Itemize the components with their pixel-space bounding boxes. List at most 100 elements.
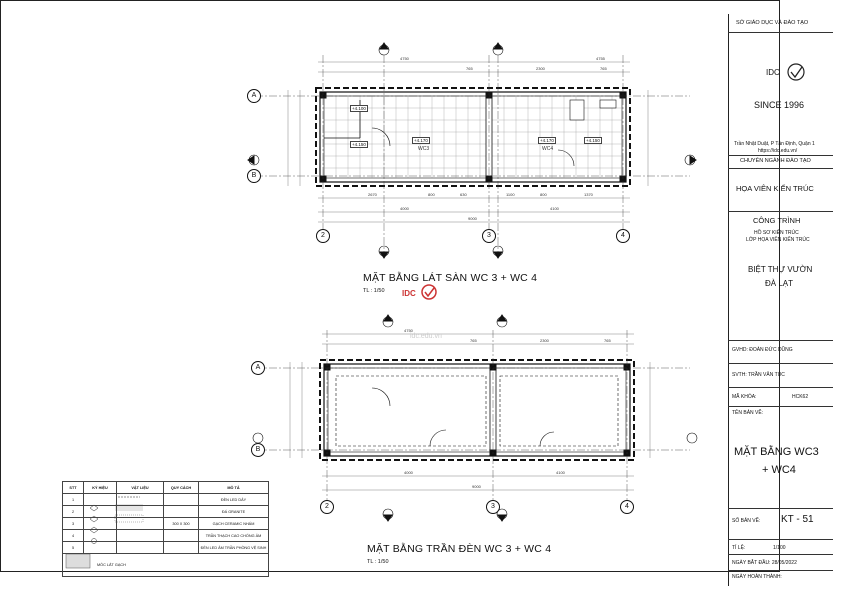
level-tag-4: +4.170 bbox=[538, 137, 556, 144]
axis-bubble-B-top: B bbox=[247, 169, 261, 183]
tb-project-name2: Đà Lạt bbox=[765, 279, 794, 288]
dim-b-bottom-1: 4000 bbox=[404, 470, 413, 475]
dim-b-bottom-2: 4100 bbox=[556, 470, 565, 475]
section-markers-top bbox=[247, 42, 697, 259]
tile-grid-right bbox=[492, 96, 622, 178]
plan-bottom-title: MẶT BẰNG TRẦN ĐÈN WC 3 + WC 4 bbox=[367, 543, 552, 555]
tb-drawing-name2: + WC4 bbox=[762, 464, 796, 476]
axis-lines-top bbox=[255, 55, 690, 255]
dim-b-top-2: 765 bbox=[470, 338, 477, 343]
idc-logo: IDC bbox=[762, 60, 812, 90]
legend-footer-row: MÓC LẮT GẠCH bbox=[62, 553, 269, 577]
axis-bubble-2-top: 2 bbox=[316, 229, 330, 243]
tb-drawing-label: TÊN BẢN VẼ: bbox=[732, 410, 764, 416]
dim-bottom-4: 1100 bbox=[506, 192, 515, 197]
axis-bubble-A-bottom: A bbox=[251, 361, 265, 375]
tb-project-sub1: HỒ SƠ KIẾN TRÚC bbox=[754, 230, 799, 236]
tb-sheet-label: SỐ BẢN VẼ: bbox=[732, 518, 761, 524]
tb-dept-name: HỌA VIÊN KIẾN TRÚC bbox=[736, 184, 814, 193]
tb-project-label: CÔNG TRÌNH bbox=[753, 216, 801, 225]
dim-top-2: 765 bbox=[466, 66, 473, 71]
dim-top-3: 2300 bbox=[536, 66, 545, 71]
tb-course: HCK62 bbox=[792, 394, 809, 400]
plans-svg bbox=[65, 42, 698, 569]
legend-header-stt: STT bbox=[62, 481, 84, 494]
watermark-logo: IDC bbox=[402, 284, 438, 304]
ceiling-led-left bbox=[335, 375, 487, 447]
dim-b-bottom-3: 9000 bbox=[472, 484, 481, 489]
plan-bottom-boundary bbox=[319, 359, 635, 461]
dim-b-top-3: 2300 bbox=[540, 338, 549, 343]
legend-row: 5 ĐÈN LED ÂM TRẦN PHÒNG VỆ SINH bbox=[62, 541, 269, 554]
plan-top-boundary bbox=[315, 87, 631, 187]
dim-top-1: 4750 bbox=[400, 56, 409, 61]
dim-lines-top bbox=[287, 61, 649, 223]
tile-grid-left bbox=[324, 96, 486, 178]
plan-top-walls bbox=[319, 91, 627, 183]
tb-end: NGÀY HOÀN THÀNH: bbox=[732, 574, 782, 580]
legend-row: 1 ĐÈN LED DÂY bbox=[62, 493, 269, 506]
plan-bottom bbox=[252, 314, 698, 522]
tb-sheet: KT - 51 bbox=[781, 514, 814, 525]
dim-b-top-1: 4750 bbox=[404, 328, 413, 333]
axis-bubble-B-bottom: B bbox=[251, 443, 265, 457]
legend-row: 3 300 X 300 GẠCH CERAMIC NHÁM bbox=[62, 517, 269, 530]
ceiling-led-right bbox=[499, 375, 619, 447]
legend-header-spec: QUY CÁCH bbox=[163, 481, 199, 494]
tb-address: Trần Nhật Duật, P Tân Định, Quận 1 bbox=[734, 141, 815, 147]
axis-bubble-2-bottom: 2 bbox=[320, 500, 334, 514]
axis-bubble-4-bottom: 4 bbox=[620, 500, 634, 514]
title-block bbox=[728, 14, 833, 586]
tb-course-label: MÃ KHÓA: bbox=[732, 394, 757, 400]
tb-svth: SVTH: TRẦN VĂN TÚC bbox=[732, 372, 785, 378]
level-tag-5: +4.150 bbox=[584, 137, 602, 144]
tb-start: NGÀY BẮT ĐẦU: 28/05/2022 bbox=[732, 560, 797, 566]
tb-since: SINCE 1996 bbox=[754, 100, 805, 110]
dim-bottom-5: 800 bbox=[540, 192, 547, 197]
fixture-shower bbox=[569, 99, 585, 121]
plan-top bbox=[247, 42, 697, 259]
tb-project-sub2: LỚP HỌA VIÊN KIẾN TRÚC bbox=[746, 237, 810, 243]
dim-bottom-2: 800 bbox=[428, 192, 435, 197]
tb-org: SỞ GIÁO DỤC VÀ ĐÀO TẠO bbox=[736, 20, 809, 26]
dim-b-top-4: 765 bbox=[604, 338, 611, 343]
legend-header-material: VẬT LIỆU bbox=[116, 481, 164, 494]
tb-dept: CHUYÊN NGÀNH ĐÀO TẠO bbox=[740, 158, 811, 164]
legend-header-desc: MÔ TẢ bbox=[198, 481, 269, 494]
fixture-sink bbox=[599, 99, 617, 109]
dim-total-1: 4000 bbox=[400, 206, 409, 211]
room-label-wc3: WC3 bbox=[418, 146, 430, 152]
tb-website: https://idc.edu.vn/ bbox=[758, 148, 798, 154]
tb-drawing-name1: MẶT BẰNG WC3 bbox=[734, 446, 819, 458]
dim-total-2: 4100 bbox=[550, 206, 559, 211]
dim-top-5: 765 bbox=[600, 66, 607, 71]
axis-bubble-4-top: 4 bbox=[616, 229, 630, 243]
plan-top-scale: TL : 1/50 bbox=[363, 288, 385, 294]
dim-bottom-6: 1370 bbox=[584, 192, 593, 197]
plan-top-title: MẶT BẰNG LÁT SÀN WC 3 + WC 4 bbox=[363, 272, 538, 284]
tb-scale-label: TỈ LỆ: bbox=[732, 545, 746, 551]
tb-scale: 1/100 bbox=[773, 545, 786, 551]
door-swing-left bbox=[371, 127, 391, 147]
door-swing-right bbox=[557, 149, 575, 167]
legend-row: 4 TRẦN THẠCH CAO CHỐNG ẨM bbox=[62, 529, 269, 542]
axis-bubble-A-top: A bbox=[247, 89, 261, 103]
legend-table: STT KÝ HIỆU VẬT LIỆU QUY CÁCH MÔ TẢ 1 ĐÈ… bbox=[62, 481, 269, 577]
axis-bubble-3-top: 3 bbox=[482, 229, 496, 243]
dim-bottom-3: 630 bbox=[460, 192, 467, 197]
dim-total-3: 9000 bbox=[468, 216, 477, 221]
tb-project-name1: Biệt thự vườn bbox=[748, 265, 813, 274]
tb-gvhd: GVHD: ĐOÀN ĐỨC DŨNG bbox=[732, 347, 793, 353]
level-tag-3: +4.170 bbox=[412, 137, 430, 144]
legend-header-symbol: KÝ HIỆU bbox=[83, 481, 117, 494]
dim-bottom-1: 2670 bbox=[368, 192, 377, 197]
plan-bottom-scale: TL : 1/50 bbox=[367, 559, 389, 565]
level-tag-2: +4.150 bbox=[350, 141, 368, 148]
room-label-wc4: WC4 bbox=[542, 146, 554, 152]
legend-row: 2 ĐÁ GRANITE bbox=[62, 505, 269, 518]
dim-top-4: 4755 bbox=[596, 56, 605, 61]
drawing-frame bbox=[0, 0, 780, 572]
level-tag-1: +4.100 bbox=[350, 105, 368, 112]
axis-bubble-3-bottom: 3 bbox=[486, 500, 500, 514]
watermark-text: idc.edu.vn bbox=[410, 333, 442, 340]
